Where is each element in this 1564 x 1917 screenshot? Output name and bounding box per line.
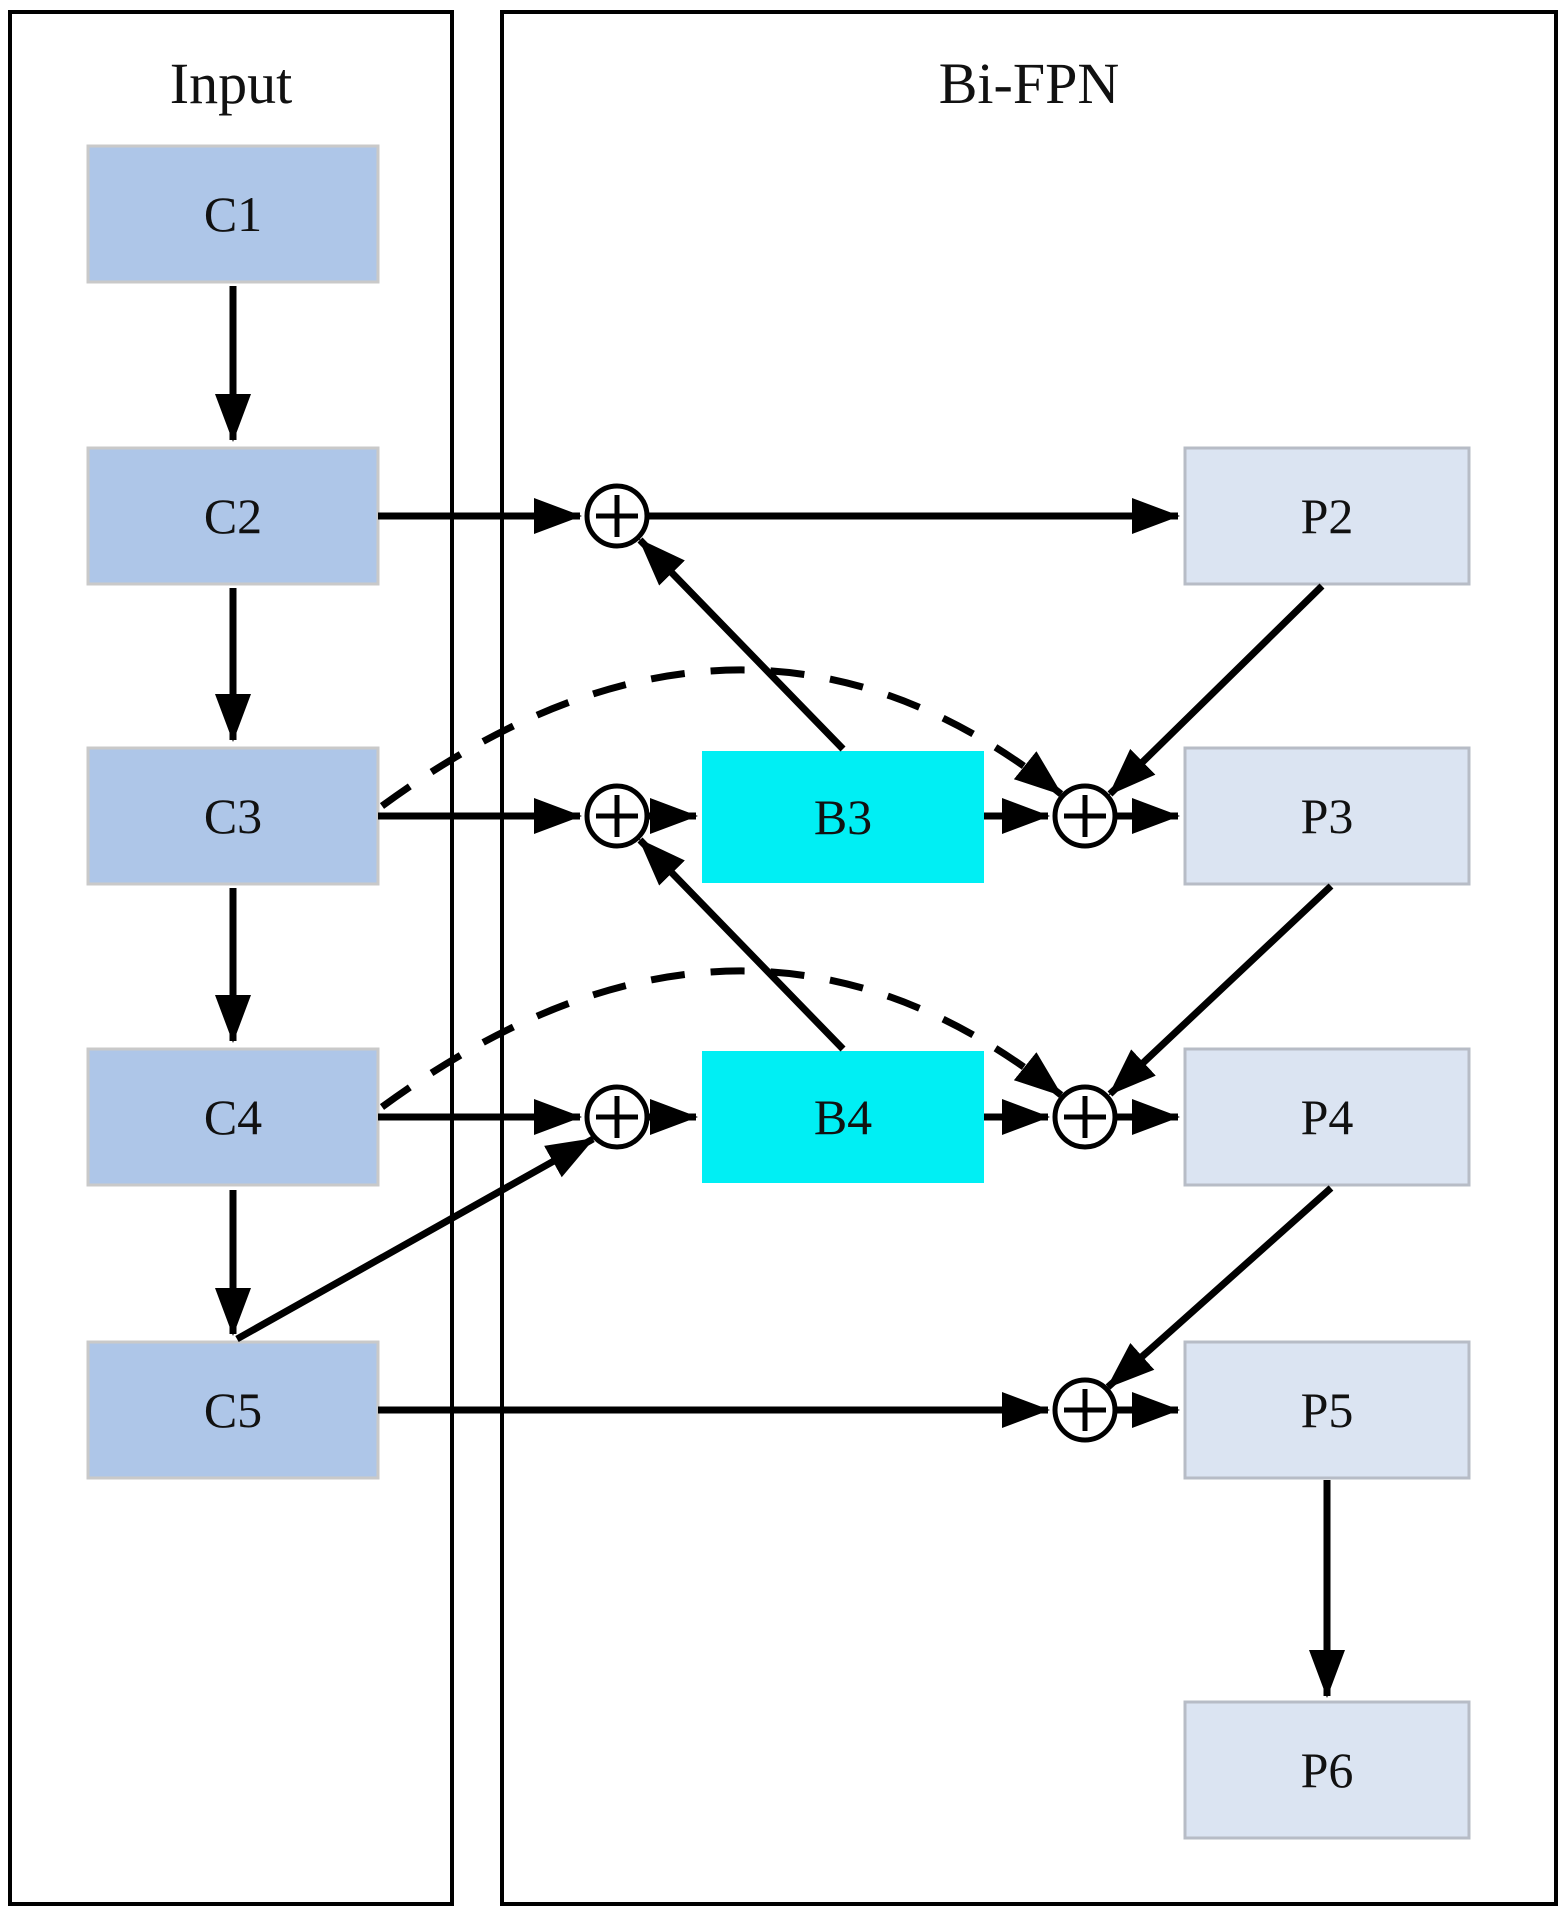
edge-c5-sum-a4 (235, 1135, 595, 1343)
sum-node-b5-icon (1052, 1377, 1118, 1443)
output-nodes (1183, 446, 1471, 1840)
edge-p3-sum-b4 (1107, 883, 1334, 1097)
edge-b4-sum-a3 (637, 837, 846, 1052)
sum-node-b4-icon (1052, 1084, 1118, 1150)
edge-b3-sum-a2 (637, 537, 846, 752)
node-c2 (86, 446, 380, 586)
node-c4 (86, 1047, 380, 1187)
node-c1 (86, 144, 380, 284)
node-b3 (702, 751, 984, 883)
sum-node-a4-icon (584, 1084, 650, 1150)
node-c1-label: C1 (204, 186, 262, 242)
input-panel-title: Input (170, 51, 292, 116)
skip-connection-c3-to-sum-p3 (379, 666, 1064, 809)
node-b3-label: B3 (814, 789, 872, 845)
node-p5 (1183, 1340, 1471, 1480)
node-p2-label: P2 (1301, 488, 1354, 544)
node-p2 (1183, 446, 1471, 586)
node-c5 (86, 1340, 380, 1480)
node-c4-label: C4 (204, 1089, 262, 1145)
skip-connection-c4-to-sum-p4 (379, 967, 1064, 1110)
sum-node-b3-icon (1052, 783, 1118, 849)
node-p3-label: P3 (1301, 788, 1354, 844)
bifpn-panel-title: Bi-FPN (939, 51, 1120, 116)
bifpn-panel (500, 10, 1558, 1906)
edge-p2-sum-b3 (1107, 583, 1325, 797)
node-p6-label: P6 (1301, 1742, 1354, 1798)
backbone-nodes (86, 144, 380, 1480)
node-p6 (1183, 1700, 1471, 1840)
node-b4-label: B4 (814, 1089, 872, 1145)
node-p5-label: P5 (1301, 1382, 1354, 1438)
node-c2-label: C2 (204, 488, 262, 544)
node-c3-label: C3 (204, 788, 262, 844)
sum-node-a3-icon (584, 783, 650, 849)
edge-p4-sum-b5 (1105, 1185, 1334, 1390)
node-p4-label: P4 (1301, 1089, 1354, 1145)
node-b4 (702, 1051, 984, 1183)
bifpn-intermediate-nodes (702, 751, 984, 1183)
node-p4 (1183, 1047, 1471, 1187)
node-p3 (1183, 746, 1471, 886)
node-c5-label: C5 (204, 1382, 262, 1438)
sum-node-a2-icon (584, 483, 650, 549)
